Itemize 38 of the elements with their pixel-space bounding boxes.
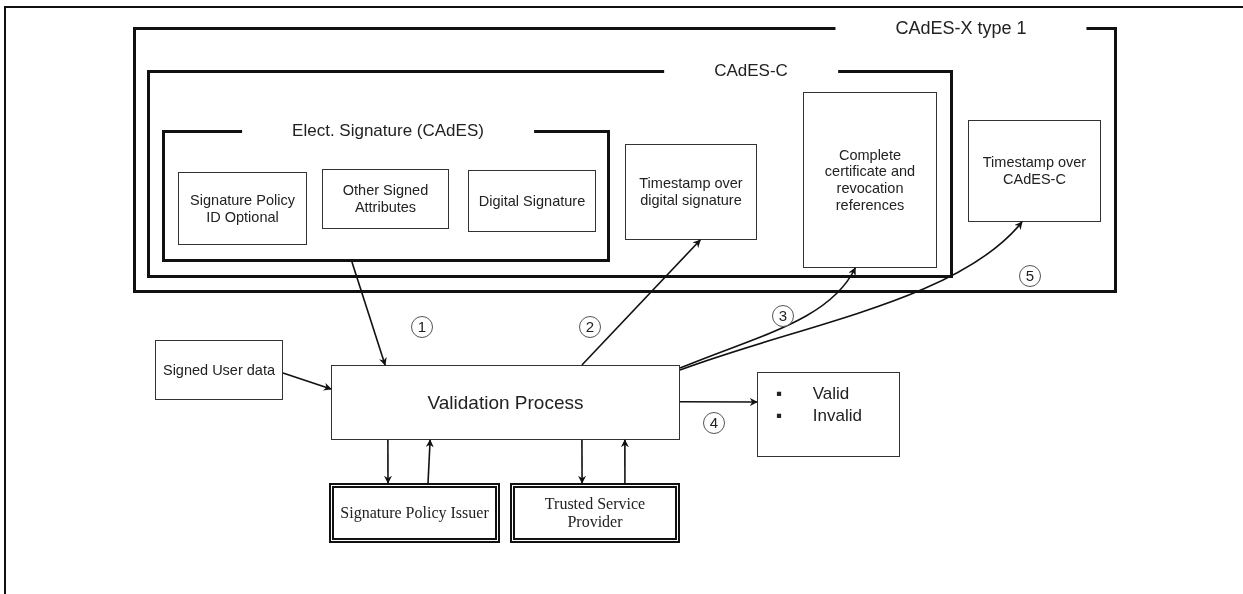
arrow bbox=[679, 267, 857, 369]
box-label: Signed User data bbox=[161, 361, 276, 379]
entity-box bbox=[329, 483, 500, 543]
arrow bbox=[679, 398, 758, 406]
box-label: Digital Signature bbox=[477, 192, 587, 210]
arrow bbox=[425, 439, 434, 484]
process-box bbox=[968, 120, 1101, 222]
step-number: 3 bbox=[772, 305, 794, 327]
step-number: 4 bbox=[703, 412, 725, 434]
process-box bbox=[331, 365, 680, 440]
arrow bbox=[351, 261, 387, 366]
step-number: 2 bbox=[579, 316, 601, 338]
result-box bbox=[757, 372, 900, 457]
box-label: Validation Process bbox=[426, 391, 585, 414]
entity-box bbox=[510, 483, 680, 543]
step-number: 5 bbox=[1019, 265, 1041, 287]
arrow bbox=[282, 372, 332, 391]
process-box bbox=[322, 169, 449, 229]
arrow bbox=[578, 439, 587, 484]
box-label: Timestamp over digital signature bbox=[638, 175, 744, 209]
arrow bbox=[581, 239, 702, 366]
arrow bbox=[620, 439, 629, 484]
list-item: ▪ Valid bbox=[776, 383, 851, 405]
box-label: Signature Policy Issuer bbox=[339, 503, 490, 523]
list-item: ▪ Invalid bbox=[776, 405, 862, 428]
process-box bbox=[625, 144, 757, 240]
process-box bbox=[178, 172, 307, 245]
step-number: 1 bbox=[411, 316, 433, 338]
box-label: Timestamp over CAdES-C bbox=[981, 154, 1088, 188]
process-box bbox=[803, 92, 937, 268]
arrow bbox=[384, 439, 392, 484]
process-box bbox=[468, 170, 596, 232]
box-label: Complete certificate and revocation references bbox=[823, 146, 917, 214]
process-box bbox=[155, 340, 283, 400]
box-label: Other Signed Attributes bbox=[341, 182, 430, 216]
arrow bbox=[679, 221, 1023, 371]
box-label: Signature Policy ID Optional bbox=[189, 191, 296, 226]
box-label: Trusted Service Provider bbox=[543, 494, 647, 532]
